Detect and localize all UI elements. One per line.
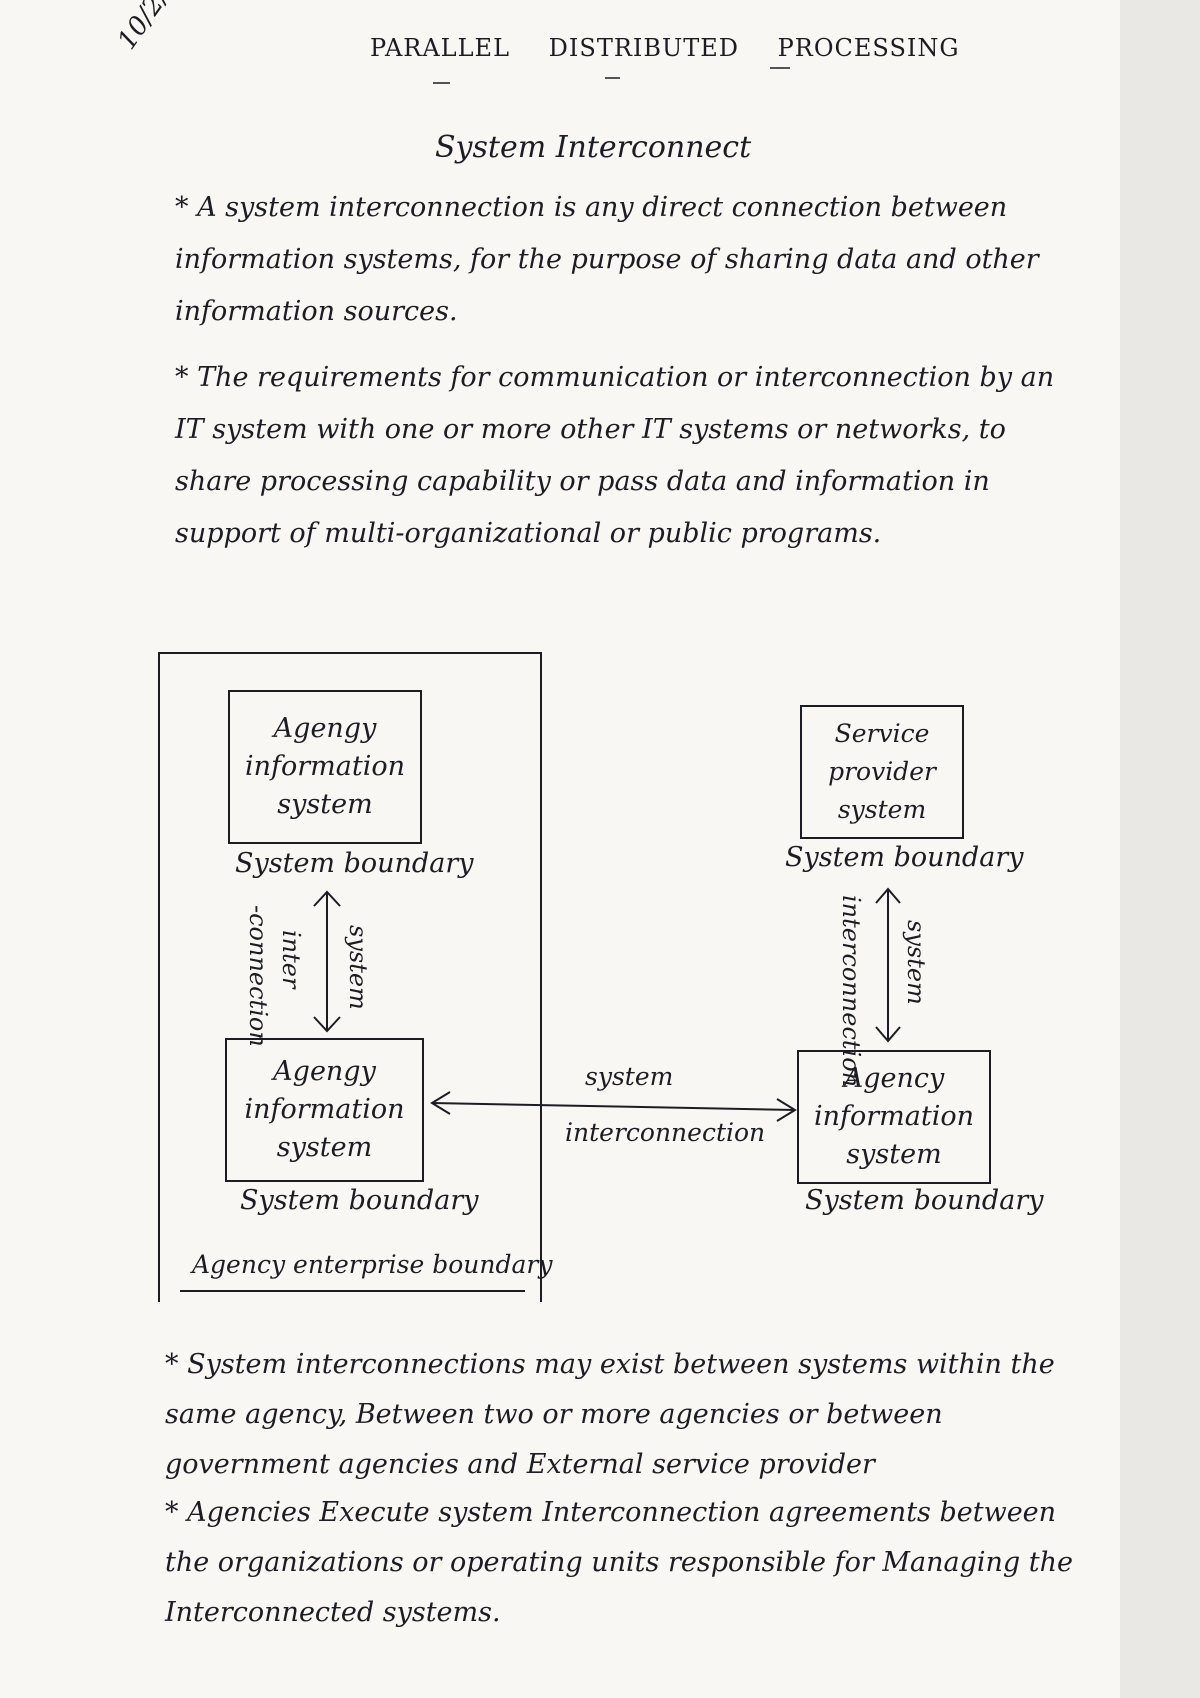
right-vertical-arrow: [875, 887, 901, 1043]
paragraph-definition: * A system interconnection is any direct…: [175, 192, 1039, 327]
page-header: PARALLEL DISTRIBUTED PROCESSING: [370, 34, 959, 62]
box-agency-info-system-bottom: Agengy information system: [225, 1038, 424, 1182]
enterprise-boundary-label: Agency enterprise boundary: [192, 1250, 553, 1279]
box-service-provider-system: Service provider system: [800, 705, 964, 839]
left-vertical-arrow: [313, 890, 341, 1033]
box-agency-info-system-top: Agengy information system: [228, 690, 422, 844]
boundary-label-bottom-right: System boundary: [805, 1185, 1044, 1216]
header-underlines: [433, 67, 790, 84]
paragraph-agreements: * Agencies Execute system Interconnectio…: [165, 1497, 1073, 1628]
horizontal-label-system: system: [585, 1062, 674, 1091]
header-word-1: PARALLEL: [370, 34, 511, 62]
header-word-3: PROCESSING: [777, 34, 960, 62]
boundary-label-top-left: System boundary: [235, 848, 474, 879]
paragraph-interconnections-exist: * System interconnections may exist betw…: [165, 1349, 1055, 1480]
boundary-label-bottom-left: System boundary: [240, 1185, 479, 1216]
horizontal-label-interconnection: interconnection: [565, 1118, 766, 1147]
page-title: System Interconnect: [435, 130, 752, 165]
header-word-2: DISTRIBUTED: [548, 34, 740, 62]
paragraph-requirements: * The requirements for communication or …: [175, 362, 1055, 549]
enterprise-boundary-bottom: [180, 1290, 525, 1292]
horizontal-arrow: [430, 1091, 797, 1122]
box-agency-info-system-right: Agency information system: [797, 1050, 991, 1184]
boundary-label-top-right: System boundary: [785, 842, 1024, 873]
page-edge: [1120, 0, 1200, 1698]
notebook-page: [0, 0, 1120, 1698]
enterprise-boundary-frame: [158, 652, 542, 1302]
